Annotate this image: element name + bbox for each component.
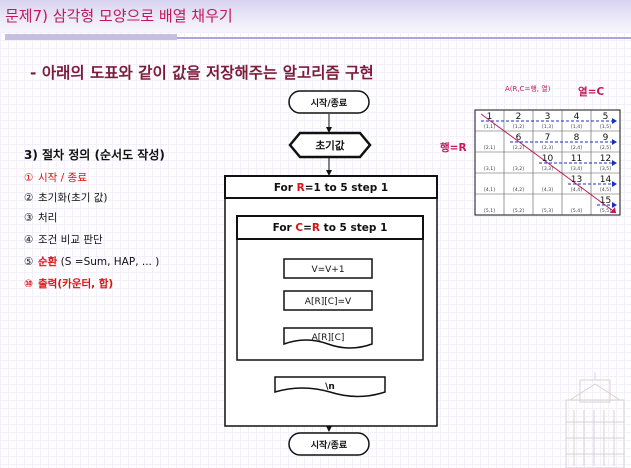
diagonal-arrowhead bbox=[610, 207, 616, 213]
cell-index: [4,4] bbox=[571, 187, 582, 193]
start-terminal bbox=[288, 90, 370, 114]
cell-index: [5,3] bbox=[542, 208, 553, 214]
cell-value: 9 bbox=[603, 133, 609, 143]
row-fill-arrowhead bbox=[612, 181, 617, 187]
process-label: V=V+1 bbox=[311, 265, 344, 275]
title-rule-line bbox=[177, 37, 631, 39]
step-number: ② bbox=[24, 192, 34, 204]
diagonal-line bbox=[480, 113, 617, 214]
step-text: 조건 비교 판단 bbox=[38, 234, 103, 246]
step-number: ④ bbox=[24, 234, 34, 246]
cell-value: 11 bbox=[571, 154, 582, 164]
title-underline bbox=[5, 34, 177, 40]
cell-value: 6 bbox=[516, 133, 522, 143]
cell-index: [4,1] bbox=[484, 187, 495, 193]
cell-value: 4 bbox=[574, 112, 580, 122]
step-number: ⑤ bbox=[24, 256, 34, 268]
step-number: ⑩ bbox=[24, 278, 33, 290]
title-bar bbox=[0, 0, 631, 32]
end-terminal bbox=[288, 432, 370, 456]
cell-value: 1 bbox=[487, 112, 493, 122]
outer-loop-label: For R=1 to 5 step 1 bbox=[274, 182, 388, 194]
cell-index: [5,5] bbox=[600, 208, 611, 214]
building-watermark bbox=[565, 372, 625, 468]
procedure-heading: 3) 절차 정의 (순서도 작성) bbox=[24, 148, 165, 162]
row-fill-arrowhead bbox=[612, 160, 617, 166]
procedure-step: ③ 처리 bbox=[24, 210, 57, 225]
procedure-step: ⑩ 출력(카운터, 합) bbox=[24, 276, 113, 291]
cell-value: 15 bbox=[600, 196, 611, 206]
procedure-step: ② 초기화(초기 값) bbox=[24, 190, 108, 205]
step-text: 시작 / 종료 bbox=[38, 172, 87, 184]
cell-index: [1,4] bbox=[571, 124, 582, 130]
step-number: ③ bbox=[24, 212, 34, 224]
row-fill-arrowhead bbox=[612, 202, 617, 208]
cell-index: [1,5] bbox=[600, 124, 611, 130]
cell-value: 8 bbox=[574, 133, 580, 143]
cell-value: 12 bbox=[600, 154, 611, 164]
cell-index: [2,2] bbox=[513, 145, 524, 151]
step-text: 처리 bbox=[38, 212, 58, 224]
process-box bbox=[283, 290, 373, 311]
outer-loop-header bbox=[224, 175, 438, 199]
start-label: 시작/종료 bbox=[311, 98, 348, 109]
cell-index: [2,5] bbox=[600, 145, 611, 151]
output-label: \n bbox=[325, 382, 335, 392]
slide-title: 문제7) 삼각형 모양으로 배열 채우기 bbox=[5, 7, 233, 25]
output-document bbox=[274, 376, 386, 398]
cell-index: [5,1] bbox=[484, 208, 495, 214]
grid-caption: A(R,C=행, 열) bbox=[505, 85, 551, 93]
slide-subtitle: - 아래의 도표와 같이 값을 저장해주는 알고리즘 구현 bbox=[30, 64, 374, 82]
process-label: A[R][C]=V bbox=[305, 297, 352, 307]
cell-index: [2,3] bbox=[542, 145, 553, 151]
cell-index: [4,5] bbox=[600, 187, 611, 193]
procedure-step: ④ 조건 비교 판단 bbox=[24, 232, 103, 247]
cell-index: [3,5] bbox=[600, 166, 611, 172]
cell-value: 10 bbox=[542, 154, 554, 164]
cell-index: [4,3] bbox=[542, 187, 553, 193]
cell-index: [2,1] bbox=[484, 145, 495, 151]
output-document bbox=[283, 327, 373, 349]
procedure-step: ① 시작 / 종료 bbox=[24, 170, 87, 185]
cell-value: 13 bbox=[571, 175, 582, 185]
procedure-step: ⑤ 순환 (S =Sum, HAP, ... ) bbox=[24, 254, 159, 269]
end-label: 시작/종료 bbox=[311, 440, 348, 451]
cell-index: [3,2] bbox=[513, 166, 524, 172]
array-grid: 1 [1,1] 2 [1,2] 3 [1,3] 4 [1,4] 5 [1,5] [2,1] 6 [2,2… bbox=[474, 109, 621, 216]
inner-loop-header bbox=[236, 215, 424, 240]
column-label: 열=C bbox=[578, 86, 605, 98]
row-fill-arrowhead bbox=[612, 118, 617, 124]
step-text: 순환 (S =Sum, HAP, ... ) bbox=[38, 256, 160, 268]
cell-index: [4,2] bbox=[513, 187, 524, 193]
process-box bbox=[283, 258, 373, 279]
init-label: 초기값 bbox=[316, 139, 345, 152]
cell-index: [1,2] bbox=[513, 124, 524, 130]
cell-value: 3 bbox=[545, 112, 551, 122]
output-label: A[R][C] bbox=[312, 333, 345, 343]
cell-index: [3,4] bbox=[571, 166, 582, 172]
row-label: 행=R bbox=[440, 142, 467, 154]
inner-loop-label: For C=R to 5 step 1 bbox=[273, 222, 388, 234]
cell-index: [5,2] bbox=[513, 208, 524, 214]
cell-index: [1,1] bbox=[484, 124, 495, 130]
cell-value: 5 bbox=[603, 112, 609, 122]
step-text: 초기화(초기 값) bbox=[38, 192, 108, 204]
cell-index: [3,3] bbox=[542, 166, 553, 172]
row-fill-arrowhead bbox=[612, 139, 617, 145]
cell-index: [1,3] bbox=[542, 124, 553, 130]
step-text: 출력(카운터, 합) bbox=[38, 278, 114, 290]
cell-value: 2 bbox=[516, 112, 522, 122]
cell-index: [2,4] bbox=[571, 145, 582, 151]
cell-value: 14 bbox=[600, 175, 612, 185]
init-hexagon bbox=[288, 131, 372, 159]
cell-index: [5,4] bbox=[571, 208, 582, 214]
cell-value: 7 bbox=[545, 133, 551, 143]
step-number: ① bbox=[24, 172, 34, 184]
cell-index: [3,1] bbox=[484, 166, 495, 172]
